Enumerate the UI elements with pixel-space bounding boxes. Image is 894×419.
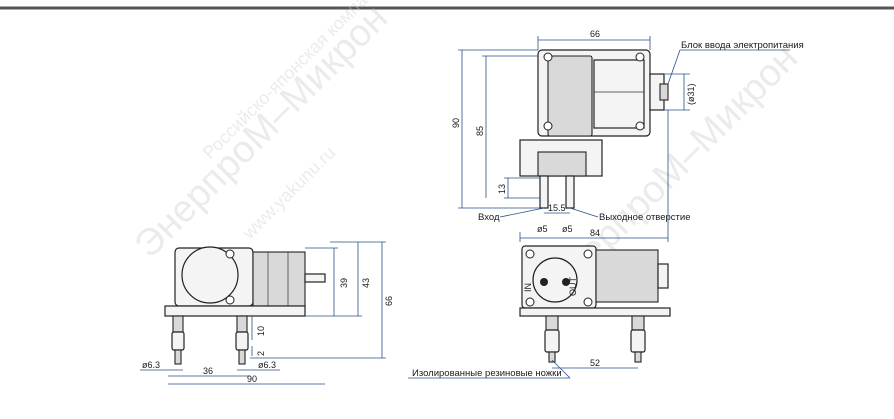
rubber-foot-front-left [544,315,560,363]
dim-90-side: 90 [247,374,257,384]
dim-15-5: 15.5 [548,203,566,213]
front-view-connector [657,263,669,289]
front-view-base [519,307,671,317]
dim-inlet-dia: ø5 [537,224,548,234]
screw-icon [583,297,593,307]
side-view-port [304,273,326,283]
callout-outlet: Выходное отверстие [599,212,691,223]
dim-hole-right: ø6.3 [258,360,276,370]
screw-icon [525,249,535,259]
callout-power-input: Блок ввода электропитания [681,40,804,51]
side-view-head [252,251,306,307]
inlet-port [539,175,549,209]
screw-icon [525,297,535,307]
top-view-motor-inner [547,55,593,137]
dim-66-side: 66 [384,296,394,306]
dim-66: 66 [590,29,600,39]
dim-90: 90 [451,118,461,128]
dim-36: 36 [203,366,213,376]
rubber-foot-right [235,315,249,365]
inlet-port-icon [540,278,548,286]
screw-icon [543,121,553,131]
screw-icon [225,249,235,259]
dim-85: 85 [475,126,485,136]
dim-10: 10 [256,326,266,336]
screw-icon [225,295,235,305]
port-label-in: IN [523,283,533,292]
dim-hole-left: ø6.3 [142,360,160,370]
front-view-diaphragm [532,257,578,303]
port-label-out: OUT [568,277,578,297]
outlet-port-icon [562,278,570,286]
callout-inlet: Вход [478,212,500,223]
rubber-foot-left [171,315,185,365]
top-view-coil [593,59,645,129]
screw-icon [583,249,593,259]
dim-84: 84 [590,228,600,238]
rubber-foot-front-right [630,315,646,363]
dim-39: 39 [339,278,349,288]
screw-icon [543,52,553,62]
dim-13: 13 [497,184,507,194]
side-view-base [164,305,306,317]
dim-43: 43 [361,278,371,288]
dim-outlet-dia: ø5 [562,224,573,234]
dim-2: 2 [256,351,266,356]
side-view-rotor [181,246,239,304]
screw-icon [635,52,645,62]
front-view: IN OUT 52 Изолированные резиновые ножки [408,245,671,379]
dim-52: 52 [590,358,600,368]
side-view: 39 43 66 10 2 ø6.3 ø6.3 36 90 [140,241,394,385]
dim-connector-dia: (ø31) [686,83,696,105]
top-view: 66 90 85 13 15.5 Вход Выходное отверстие… [451,29,804,242]
front-view-motor [595,249,659,303]
callout-rubber-feet: Изолированные резиновые ножки [412,368,562,379]
screw-icon [635,121,645,131]
outlet-port [565,175,575,209]
